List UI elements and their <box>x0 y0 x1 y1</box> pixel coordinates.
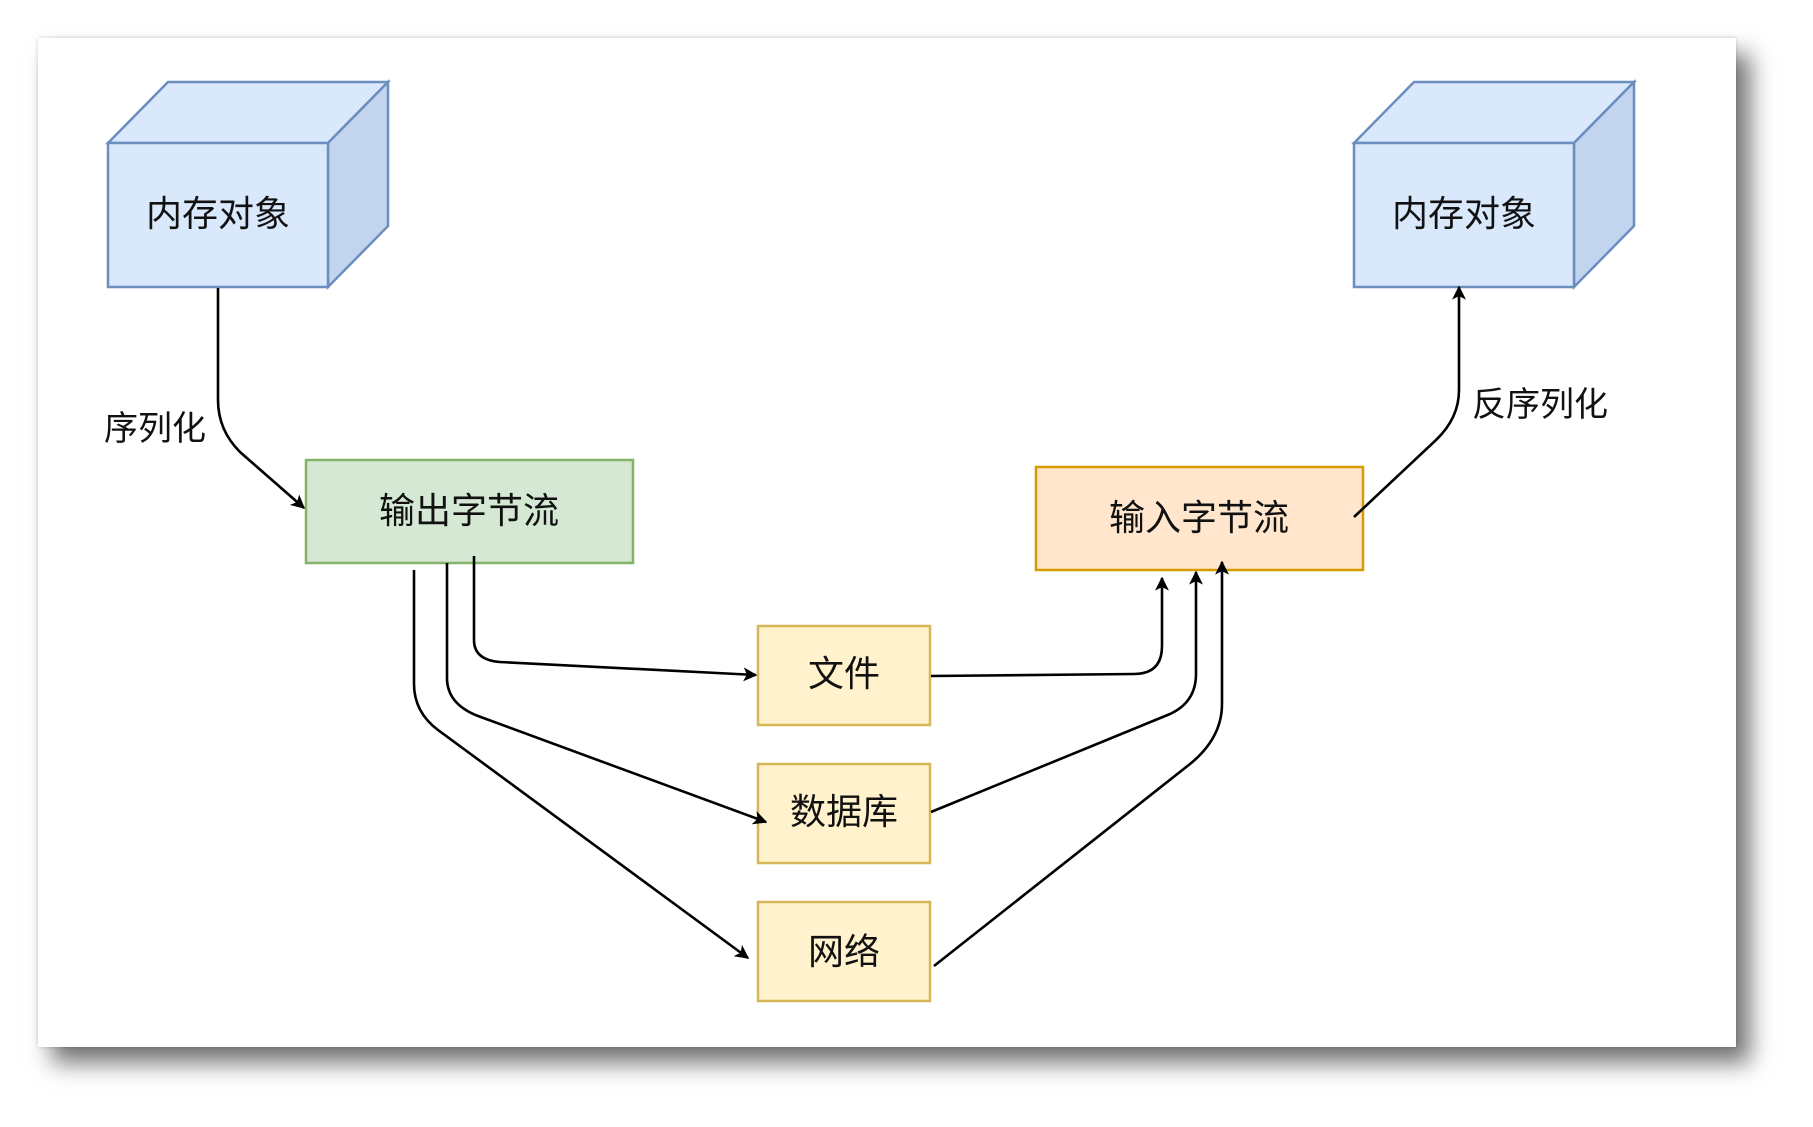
serialize-label: 序列化 <box>104 409 206 449</box>
memory-object-left-label: 内存对象 <box>146 194 290 235</box>
network-node: 网络 <box>756 900 932 1003</box>
input-byte-stream-node: 输入字节流 <box>1034 465 1365 572</box>
network-to-input-arrow <box>933 560 1229 968</box>
database-label: 数据库 <box>790 792 898 833</box>
network-label: 网络 <box>808 932 880 973</box>
deserialize-arrow <box>1353 285 1466 518</box>
file-node: 文件 <box>756 624 932 727</box>
output-to-network-arrow <box>412 570 750 960</box>
memory-object-left-cube: 内存对象 <box>105 78 391 291</box>
file-label: 文件 <box>808 654 880 695</box>
output-byte-stream-node: 输出字节流 <box>304 458 635 565</box>
database-to-input-arrow <box>930 570 1203 814</box>
file-to-input-arrow <box>930 576 1169 678</box>
output-to-database-arrow <box>445 563 768 825</box>
deserialize-label: 反序列化 <box>1472 385 1608 425</box>
input-byte-stream-label: 输入字节流 <box>1109 498 1289 539</box>
serialize-arrow <box>216 288 306 509</box>
memory-object-right-cube: 内存对象 <box>1351 78 1637 291</box>
database-node: 数据库 <box>756 762 932 865</box>
output-to-file-arrow <box>472 556 758 682</box>
output-byte-stream-label: 输出字节流 <box>379 491 559 532</box>
memory-object-right-label: 内存对象 <box>1392 194 1536 235</box>
